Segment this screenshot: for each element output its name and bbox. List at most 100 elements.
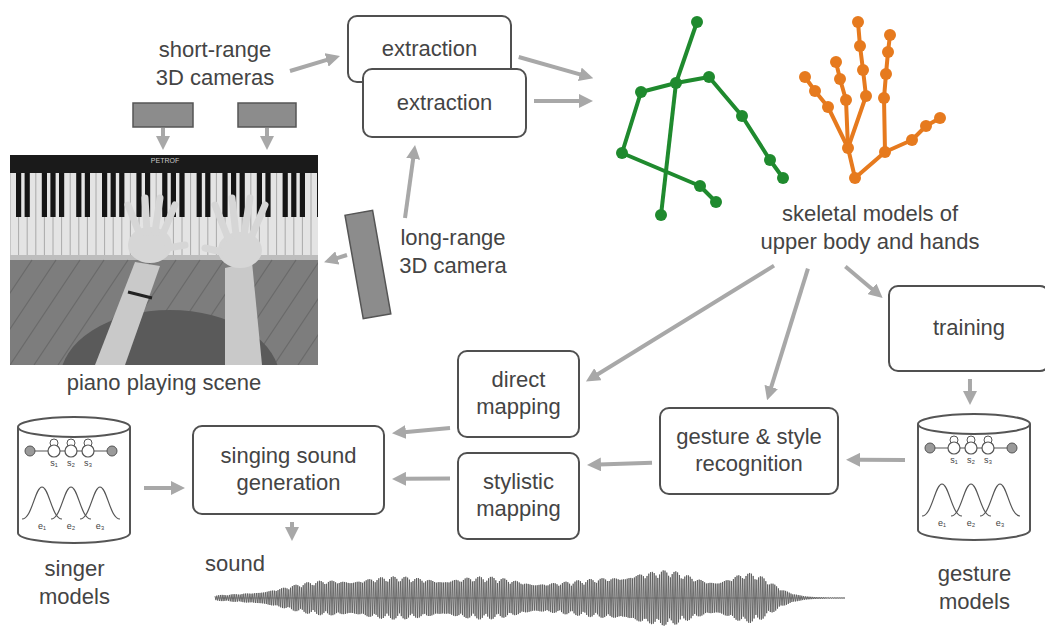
hand-joint: [920, 120, 932, 132]
cylinder-body: [918, 424, 1030, 540]
finger: [244, 198, 250, 235]
connector-arrow: [404, 476, 450, 480]
connector-arrow: [845, 267, 873, 291]
gaussian-curve: [22, 487, 62, 519]
state-label: s₁: [46, 459, 62, 468]
body-joint: [764, 154, 776, 166]
black-key: [222, 173, 227, 217]
hand-joint: [840, 94, 852, 106]
black-key: [85, 173, 90, 217]
gaussian-curve: [51, 487, 91, 519]
hand-joint: [834, 73, 846, 85]
box-label: direct mapping: [469, 367, 568, 421]
body-joint: [703, 71, 715, 83]
finger: [128, 205, 140, 235]
hand-joint: [879, 146, 891, 158]
finger: [155, 198, 160, 232]
body-joint: [710, 196, 722, 208]
label-holder: s₁: [946, 456, 962, 465]
cylinder-body: [18, 427, 130, 543]
black-key: [162, 173, 167, 217]
label-holder: e₁: [934, 519, 950, 528]
body-bone: [661, 83, 676, 215]
body-joint: [616, 147, 628, 159]
body-joint: [777, 172, 789, 184]
cylinder-top: [18, 417, 130, 437]
hand-joint: [884, 29, 896, 41]
hmm-state: [965, 442, 977, 454]
connector-arrow: [404, 428, 450, 432]
connector-arrow: [144, 486, 173, 490]
black-key: [205, 173, 210, 217]
body-bone: [676, 22, 697, 83]
hand-joint: [852, 16, 864, 28]
label-holder: s₃: [80, 459, 96, 468]
label-holder: e₂: [963, 519, 979, 528]
camera-symbol: [133, 103, 193, 127]
connector-arrow: [599, 463, 652, 465]
key-gap: [70, 173, 71, 255]
model-database: singer models: [12, 415, 137, 615]
box-label: training: [900, 315, 1038, 342]
key-gap: [35, 173, 36, 255]
state-label: s₂: [963, 456, 979, 465]
hand-joint: [882, 46, 894, 58]
label-holder: s₃: [980, 456, 996, 465]
process-box: singing sound generation: [192, 425, 385, 515]
hand-joint: [860, 90, 872, 102]
hand-joint: [842, 142, 854, 154]
hand-bone: [885, 118, 940, 152]
sound-waveform: [215, 570, 845, 625]
hand-joint: [822, 101, 834, 113]
label-holder: e₃: [92, 522, 108, 531]
finger: [215, 205, 228, 238]
connector-arrow: [534, 99, 581, 103]
hmm-state: [982, 442, 994, 454]
caption: sound: [205, 550, 285, 578]
camera-arrow: [336, 255, 348, 259]
hmm-state: [48, 445, 60, 457]
hand-joint: [880, 68, 892, 80]
black-key: [136, 173, 141, 217]
wave-trace: [215, 570, 845, 625]
connector-arrow: [858, 458, 905, 462]
emission-label: e₂: [63, 522, 79, 531]
hmm-state: [82, 445, 94, 457]
box-label: stylistic mapping: [469, 469, 568, 523]
finger: [232, 198, 236, 235]
hand-joint: [934, 112, 946, 124]
body-joint: [670, 77, 682, 89]
skeleton-figure: [616, 16, 946, 221]
black-key: [179, 173, 184, 217]
black-key: [102, 173, 107, 217]
label-holder: e₁: [34, 522, 50, 531]
black-key: [111, 173, 116, 217]
black-key: [291, 173, 296, 217]
black-key: [283, 173, 288, 217]
body-joint: [691, 16, 703, 28]
process-box: stylistic mapping: [457, 452, 580, 540]
hmm-terminal: [1007, 443, 1017, 453]
hand-joint: [854, 40, 866, 52]
process-box: extraction: [362, 68, 527, 138]
process-box: gesture & style recognition: [659, 407, 839, 495]
hand-joint: [878, 92, 890, 104]
arm: [95, 262, 160, 365]
camera-symbol: [238, 103, 296, 127]
hmm-terminal: [925, 443, 935, 453]
body-bone: [709, 77, 783, 178]
finger: [251, 205, 265, 238]
finger: [205, 248, 222, 252]
black-key: [317, 173, 318, 217]
arm: [225, 262, 262, 365]
finger: [162, 205, 175, 236]
black-key: [119, 173, 124, 217]
key-gap: [96, 173, 97, 255]
hand-joint: [809, 85, 821, 97]
process-box: training: [888, 285, 1045, 372]
label-holder: e₂: [63, 522, 79, 531]
brand-label: PETROF: [140, 157, 190, 166]
hand-bone: [848, 22, 866, 148]
